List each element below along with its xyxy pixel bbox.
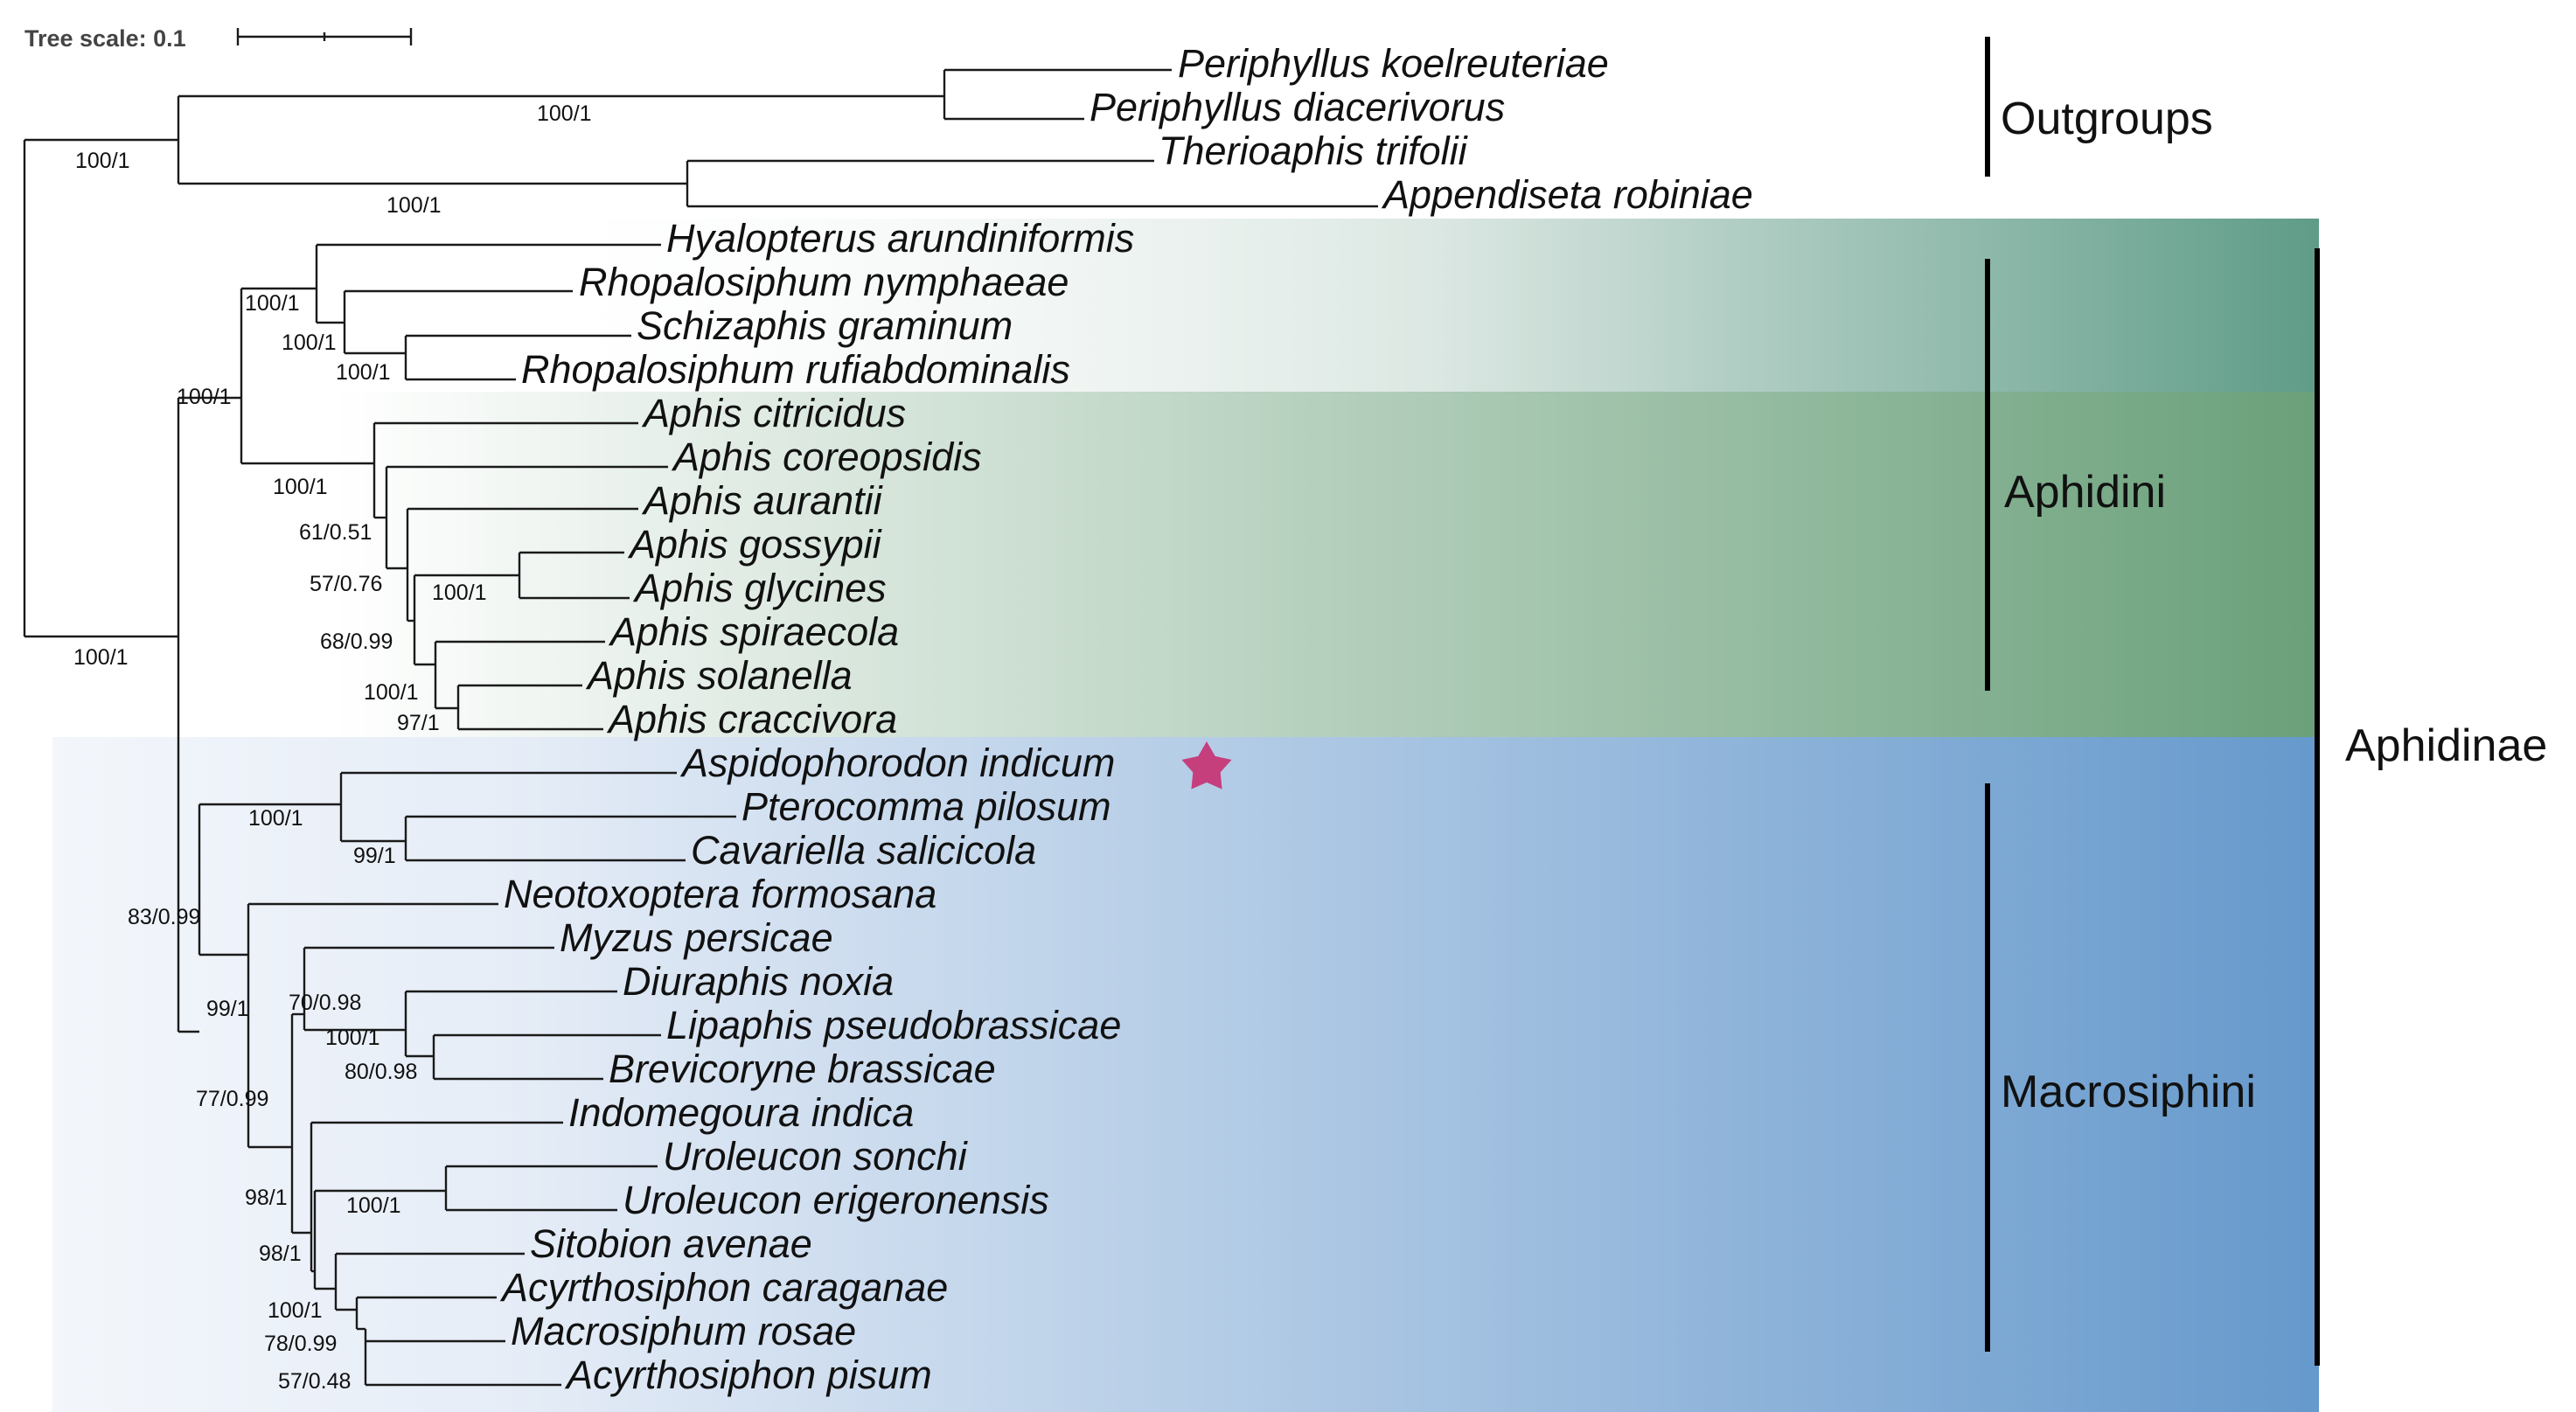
tip-label: Aspidophorodon indicum: [679, 741, 1115, 785]
support-value: 100/1: [364, 680, 419, 705]
clade-annotations: Outgroups Aphidini Macrosiphini Aphidina…: [1985, 37, 2547, 1366]
tip-label: Uroleucon sonchi: [663, 1134, 969, 1179]
aphidini-subgroup-band: [560, 219, 2319, 392]
tip-label: Cavariella salicicola: [691, 828, 1036, 873]
support-value: 100/1: [177, 385, 232, 409]
support-value: 99/1: [206, 997, 249, 1021]
clade-label-aphidinae: Aphidinae: [2345, 720, 2547, 771]
tip-labels: Periphyllus koelreuteriae Periphyllus di…: [499, 41, 1753, 1397]
tip-label: Therioaphis trifolii: [1159, 129, 1469, 173]
tip-label: Periphyllus koelreuteriae: [1178, 41, 1609, 86]
clade-label-macrosiphini: Macrosiphini: [2001, 1067, 2256, 1117]
support-value: 83/0.99: [128, 905, 200, 929]
support-value: 100/1: [75, 149, 130, 173]
tip-label: Hyalopterus arundiniformis: [666, 216, 1134, 261]
support-value: 100/1: [73, 645, 129, 670]
tip-label: Indomegoura indica: [568, 1090, 914, 1135]
tip-label: Acyrthosiphon pisum: [564, 1353, 932, 1397]
tip-label: Rhopalosiphum rufiabdominalis: [521, 347, 1070, 392]
support-value: 57/0.76: [310, 572, 382, 596]
tip-label: Schizaphis graminum: [637, 303, 1013, 348]
support-value: 100/1: [432, 581, 487, 605]
tip-label: Aphis citricidus: [641, 391, 906, 435]
support-value: 100/1: [273, 475, 328, 499]
tip-label: Uroleucon erigeronensis: [623, 1178, 1049, 1222]
tip-label: Pterocomma pilosum: [741, 784, 1111, 829]
support-values: 100/1 100/1 100/1 100/1 100/1 100/1 100/…: [73, 101, 592, 1394]
support-value: 80/0.98: [345, 1060, 417, 1084]
tip-label: Acyrthosiphon caraganae: [499, 1265, 948, 1310]
tip-label: Aphis solanella: [585, 653, 853, 698]
tip-label: Neotoxoptera formosana: [504, 872, 936, 916]
support-value: 98/1: [245, 1186, 288, 1210]
support-value: 97/1: [397, 711, 440, 735]
support-value: 100/1: [282, 330, 337, 355]
tip-label: Lipaphis pseudobrassicae: [666, 1003, 1121, 1047]
support-value: 100/1: [245, 291, 300, 316]
support-value: 100/1: [537, 101, 592, 126]
support-value: 100/1: [325, 1026, 380, 1050]
macrosiphini-band: [52, 737, 2319, 1412]
tip-label: Rhopalosiphum nymphaeae: [579, 260, 1069, 304]
tree-scale: Tree scale: 0.1: [24, 25, 413, 52]
tree-scale-label: Tree scale: 0.1: [24, 25, 186, 52]
highlight-star-icon: [1181, 741, 1232, 789]
support-value: 57/0.48: [278, 1369, 351, 1394]
tree-branches: [23, 68, 1378, 1387]
support-value: 100/1: [386, 193, 442, 218]
clade-label-aphidini: Aphidini: [2004, 467, 2166, 518]
tip-label: Aphis coreopsidis: [671, 435, 982, 479]
clade-label-outgroups: Outgroups: [2001, 94, 2213, 144]
tip-label: Sitobion avenae: [530, 1221, 812, 1266]
tip-label: Aphis gossypii: [627, 522, 883, 567]
tip-label: Myzus persicae: [560, 915, 833, 960]
support-value: 78/0.99: [264, 1332, 337, 1356]
tip-label: Aphis glycines: [632, 566, 887, 610]
support-value: 68/0.99: [320, 629, 393, 654]
tip-label: Periphyllus diacerivorus: [1090, 85, 1505, 129]
tip-label: Diuraphis noxia: [623, 959, 894, 1004]
tip-label: Appendiseta robiniae: [1381, 172, 1753, 217]
tip-label: Aphis aurantii: [641, 478, 884, 523]
support-value: 70/0.98: [289, 991, 361, 1015]
support-value: 77/0.99: [196, 1087, 268, 1111]
support-value: 100/1: [346, 1193, 401, 1218]
support-value: 100/1: [336, 360, 391, 385]
tip-label: Macrosiphum rosae: [511, 1309, 856, 1353]
tip-label: Brevicoryne brassicae: [609, 1047, 996, 1091]
support-value: 61/0.51: [299, 520, 372, 545]
support-value: 100/1: [268, 1298, 323, 1323]
tip-label: Aphis spiraecola: [608, 609, 899, 654]
tip-label: Aphis craccivora: [606, 697, 897, 741]
support-value: 100/1: [248, 806, 303, 831]
support-value: 98/1: [259, 1242, 302, 1266]
support-value: 99/1: [353, 844, 396, 868]
